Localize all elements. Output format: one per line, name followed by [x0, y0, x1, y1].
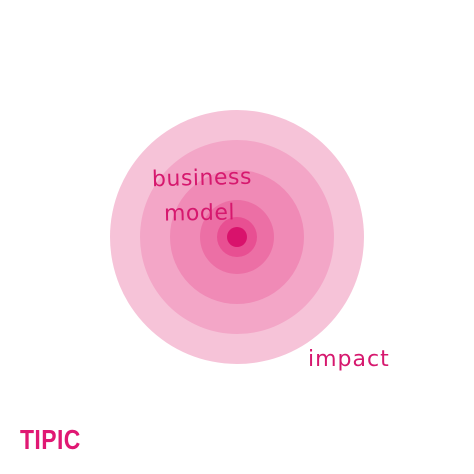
- tipic-logo: TIPIC: [20, 424, 81, 455]
- center-dot: [227, 227, 247, 247]
- impact-label: impact: [308, 347, 390, 372]
- business-model-label-line2: model: [163, 200, 236, 227]
- business-model-label-line1: business: [151, 164, 253, 193]
